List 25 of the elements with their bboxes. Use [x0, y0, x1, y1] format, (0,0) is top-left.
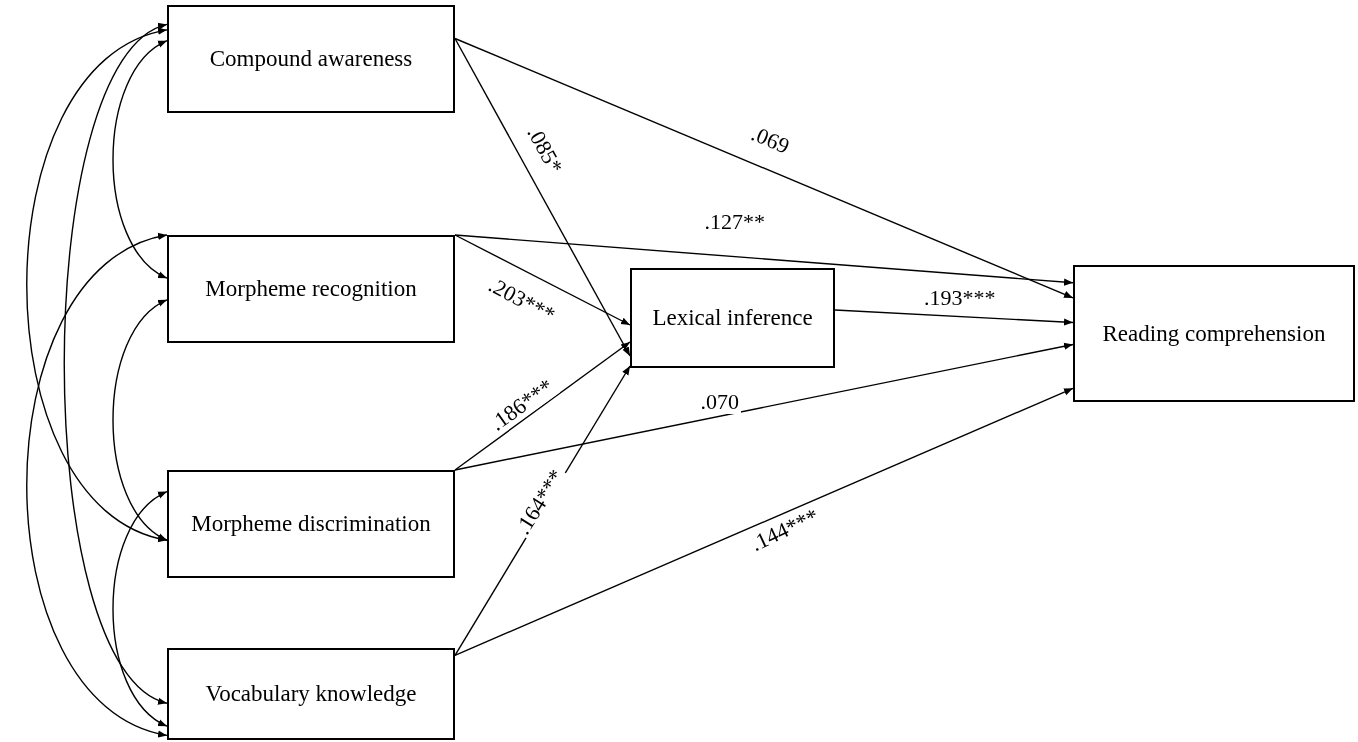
variable-box [630, 268, 835, 368]
variable-box [167, 470, 455, 578]
covariance-arrow [63, 23, 168, 704]
path-arrow [454, 37, 1074, 299]
path-arrow [834, 309, 1074, 326]
variable-name: Reading comprehension [1101, 319, 1327, 348]
variable-name: Compound awareness [208, 45, 414, 73]
path-arrow [454, 341, 631, 471]
path-arrow [454, 234, 631, 326]
variable-box [167, 235, 455, 343]
path-arrow [454, 387, 1074, 657]
variable-box [1073, 265, 1355, 402]
variable-box [167, 648, 455, 740]
variable-name: Morpheme recognition [204, 275, 418, 303]
variable-box [167, 5, 455, 113]
covariance-arrow [112, 39, 168, 279]
covariance-arrow [26, 234, 168, 737]
path-arrow [454, 234, 1074, 286]
covariance-arrow [112, 490, 168, 727]
covariance-arrow [112, 299, 168, 541]
variable-name: Vocabulary knowledge [204, 680, 418, 708]
path-arrow [454, 342, 1074, 471]
covariance-arrow [26, 29, 168, 541]
variable-name: Morpheme discrimination [190, 510, 432, 538]
variable-name: Lexical inference [651, 304, 814, 332]
